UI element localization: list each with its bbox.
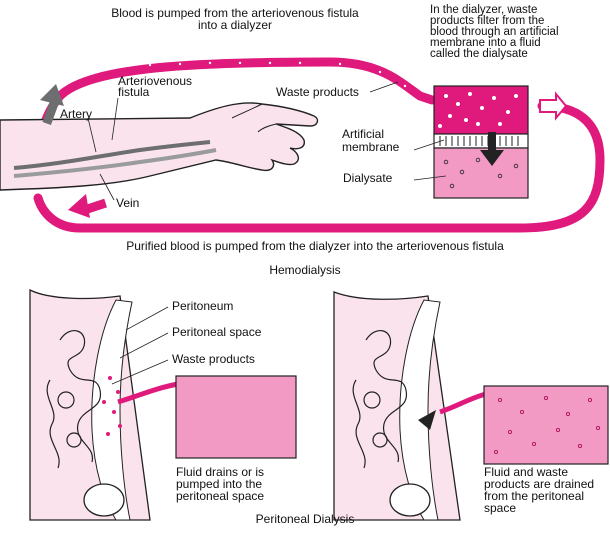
right-catheter bbox=[440, 394, 486, 412]
vein-label: Vein bbox=[116, 197, 139, 209]
membrane-label: Artificial membrane bbox=[342, 128, 399, 154]
peritoneal-space-label: Peritoneal space bbox=[172, 326, 261, 338]
dialyzer-note: In the dialyzer, waste products filter f… bbox=[430, 5, 559, 60]
flow-in-arrow bbox=[68, 194, 107, 218]
hemo-bottom-caption: Purified blood is pumped from the dialyz… bbox=[60, 240, 570, 252]
left-body bbox=[30, 290, 150, 520]
fistula-label: Arteriovenous fistula bbox=[118, 76, 192, 98]
artery-label: Artery bbox=[60, 108, 92, 120]
peri-title: Peritoneal Dialysis bbox=[230, 513, 380, 525]
right-fluid-bag bbox=[484, 386, 608, 464]
right-bladder bbox=[390, 484, 430, 516]
hemo-top-caption: Blood is pumped from the arteriovenous f… bbox=[88, 7, 382, 31]
left-caption: Fluid drains or is pumped into the perit… bbox=[176, 466, 264, 502]
peritoneum-label: Peritoneum bbox=[172, 300, 233, 312]
peri-waste-label: Waste products bbox=[172, 353, 255, 365]
left-bladder bbox=[84, 484, 124, 516]
right-body bbox=[334, 292, 460, 520]
right-caption: Fluid and waste products are drained fro… bbox=[484, 466, 594, 514]
dialysate-label: Dialysate bbox=[343, 172, 392, 184]
hemo-waste-label: Waste products bbox=[276, 86, 359, 98]
hemo-top-caption-line2: into a dialyzer bbox=[88, 19, 382, 31]
hemo-title: Hemodialysis bbox=[245, 264, 365, 276]
left-fluid-bag bbox=[176, 376, 296, 458]
dialyzer bbox=[434, 86, 566, 198]
